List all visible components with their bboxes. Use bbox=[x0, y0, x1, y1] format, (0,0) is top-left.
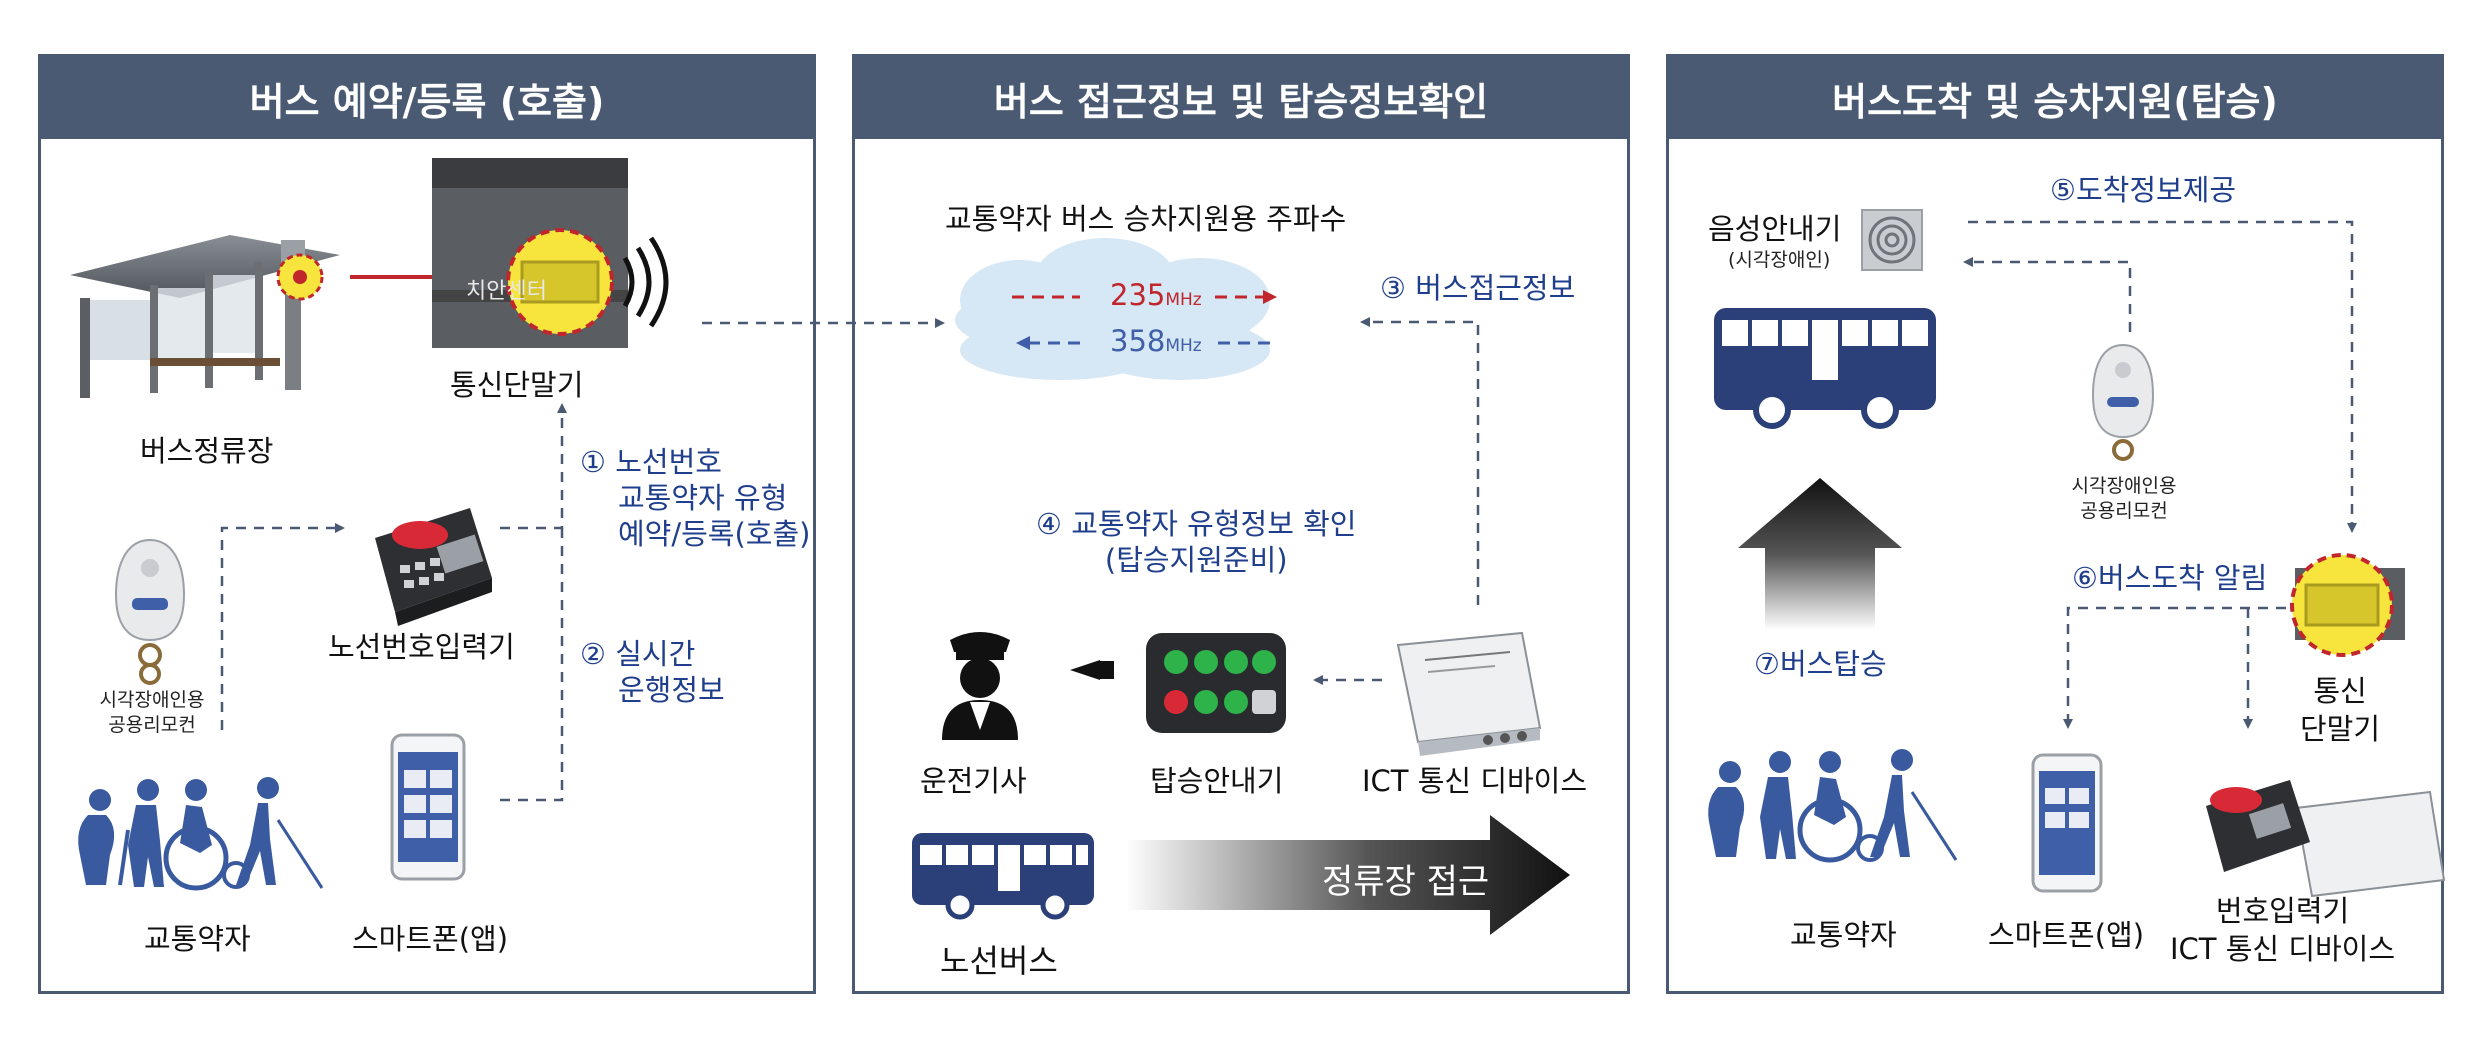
voice-guide-speaker-icon bbox=[1861, 209, 1923, 271]
panel-title-arrival: 버스도착 및 승차지원(탑승) bbox=[1669, 57, 2441, 139]
boarding-up-arrow bbox=[1738, 478, 1902, 630]
users-label-arrival: 교통약자 bbox=[1790, 918, 1897, 952]
users-label: 교통약자 bbox=[144, 922, 251, 956]
input-and-ict-device-icon bbox=[2206, 780, 2446, 898]
comm-terminal-icon-arrival bbox=[2290, 553, 2405, 657]
boarding-guide-label: 탑승안내기 bbox=[1150, 764, 1284, 798]
ict-device-label: ICT 통신 디바이스 bbox=[1362, 764, 1588, 798]
comm-arrival-line1: 통신 bbox=[2313, 674, 2367, 708]
route-bus-label: 노선버스 bbox=[940, 942, 1058, 980]
terminal-sign-text: 치안센터 bbox=[466, 279, 547, 304]
panel-title-reservation: 버스 예약/등록 (호출) bbox=[41, 57, 813, 139]
frequency-358: 358MHz bbox=[1110, 324, 1202, 358]
boarding-guide-device-icon bbox=[1146, 633, 1286, 733]
input-arrival-line2: ICT 통신 디바이스 bbox=[2170, 932, 2396, 966]
step5-text: ⑤도착정보제공 bbox=[2050, 173, 2237, 207]
panel2-connectors bbox=[1313, 317, 1480, 685]
panel3-connectors bbox=[1963, 220, 2357, 729]
remote-control-icon bbox=[114, 538, 186, 685]
smartphone-app-icon-arrival bbox=[2031, 753, 2103, 893]
step7-text: ⑦버스탑승 bbox=[1754, 647, 1887, 681]
route-bus-icon bbox=[912, 833, 1094, 920]
remote-label: 시각장애인용 공용리모컨 bbox=[82, 688, 222, 738]
frequency-358-unit: MHz bbox=[1165, 336, 1202, 356]
route-input-device-icon bbox=[375, 508, 492, 626]
comm-terminal-icon bbox=[432, 158, 669, 348]
smartphone-label: 스마트폰(앱) bbox=[352, 922, 509, 956]
voice-guide-sub: (시각장애인) bbox=[1728, 249, 1831, 271]
frequency-235-value: 235 bbox=[1110, 278, 1166, 312]
frequency-235: 235MHz bbox=[1110, 278, 1202, 312]
approach-arrow bbox=[1125, 815, 1570, 935]
remote-arrival-line2: 공용리모컨 bbox=[2080, 500, 2168, 522]
step4-line2: (탑승지원준비) bbox=[1104, 543, 1288, 577]
bus-stop-label: 버스정류장 bbox=[140, 434, 274, 468]
driver-label: 운전기사 bbox=[920, 764, 1027, 798]
driver-arrow-icon bbox=[1070, 660, 1100, 680]
step6-text: ⑥버스도착 알림 bbox=[2072, 561, 2268, 595]
smartphone-label-arrival: 스마트폰(앱) bbox=[1988, 918, 2145, 952]
step1-line3: 예약/등록(호출) bbox=[618, 517, 811, 551]
vulnerable-users-icon bbox=[78, 777, 324, 891]
input-device-label-arrival: 번호입력기 ICT 통신 디바이스 bbox=[2170, 892, 2395, 968]
arrival-bus-icon bbox=[1714, 308, 1936, 429]
step1-line1: ① 노선번호 bbox=[580, 445, 722, 479]
step3-text: ③ 버스접근정보 bbox=[1380, 271, 1576, 305]
vulnerable-users-icon-arrival bbox=[1708, 749, 1958, 863]
panel-title-approach: 버스 접근정보 및 탑승정보확인 bbox=[855, 57, 1627, 139]
frequency-235-unit: MHz bbox=[1165, 290, 1202, 310]
voice-guide-label: 음성안내기 bbox=[1708, 212, 1842, 246]
comm-terminal-label-arrival: 통신 단말기 bbox=[2300, 672, 2380, 748]
panel1-connectors bbox=[220, 318, 945, 802]
ict-device-icon bbox=[1396, 631, 1542, 756]
smartphone-app-icon bbox=[390, 733, 466, 881]
remote-label-arrival: 시각장애인용 공용리모컨 bbox=[2054, 474, 2194, 524]
step2-line2: 운행정보 bbox=[618, 673, 725, 707]
route-input-label: 노선번호입력기 bbox=[328, 630, 515, 664]
step2-line1: ② 실시간 bbox=[580, 637, 696, 671]
approach-label: 정류장 접근 bbox=[1322, 862, 1490, 902]
step2-text: ② 실시간 운행정보 bbox=[580, 636, 725, 708]
bus-driver-icon bbox=[942, 632, 1018, 740]
remote-arrival-line1: 시각장애인용 bbox=[2071, 475, 2177, 497]
remote-label-line2: 공용리모컨 bbox=[108, 714, 196, 736]
step1-text: ① 노선번호 교통약자 유형 예약/등록(호출) bbox=[580, 444, 810, 552]
step4-line1: ④ 교통약자 유형정보 확인 bbox=[1036, 507, 1357, 541]
step4-text: ④ 교통약자 유형정보 확인 (탑승지원준비) bbox=[1036, 506, 1356, 578]
input-arrival-line1: 번호입력기 bbox=[2215, 894, 2350, 928]
comm-terminal-label: 통신단말기 bbox=[450, 368, 584, 402]
frequency-title: 교통약자 버스 승차지원용 주파수 bbox=[945, 202, 1347, 236]
comm-arrival-line2: 단말기 bbox=[2300, 712, 2381, 746]
frequency-358-value: 358 bbox=[1110, 324, 1166, 358]
remote-control-icon-arrival bbox=[2091, 343, 2155, 461]
step1-line2: 교통약자 유형 bbox=[618, 481, 788, 515]
remote-label-line1: 시각장애인용 bbox=[99, 689, 205, 711]
